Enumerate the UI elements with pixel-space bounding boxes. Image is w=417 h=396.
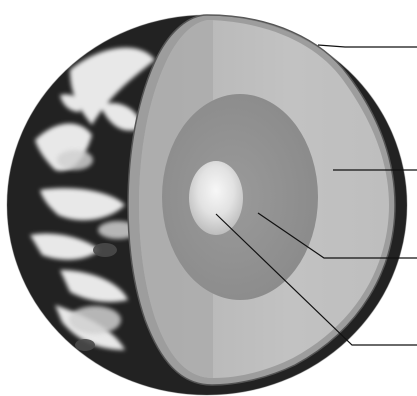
inner-core-layer bbox=[189, 161, 243, 235]
leader-line-crust bbox=[318, 45, 417, 47]
